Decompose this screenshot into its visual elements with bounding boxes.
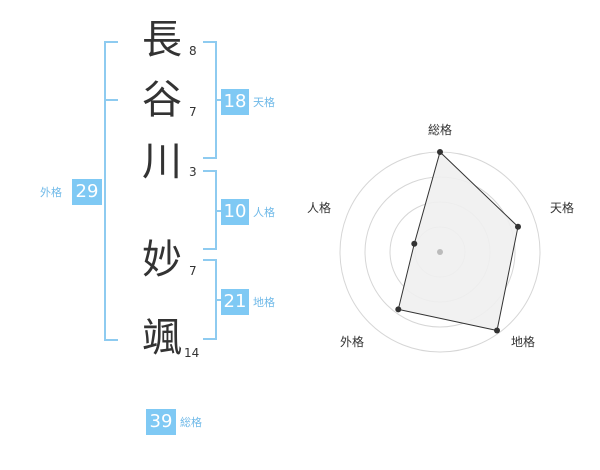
radar-label-gaikaku: 外格: [340, 334, 364, 349]
name-char-4: 妙: [142, 237, 182, 283]
jinkaku-label: 人格: [253, 206, 275, 219]
chikaku-label: 地格: [253, 296, 275, 309]
stroke-count-2: 7: [189, 105, 197, 119]
gaikaku-bracket-tick: [104, 99, 118, 101]
stroke-count-5: 14: [184, 346, 200, 360]
radar-center-dot: [437, 249, 443, 255]
radar-label-jinkaku: 人格: [307, 200, 331, 215]
radar-point-4: [395, 306, 402, 313]
tenkaku-bracket-tick: [217, 99, 221, 101]
name-char-2: 谷: [142, 77, 182, 123]
radar-label-soukaku: 総格: [428, 122, 452, 137]
name-char-5: 颯: [142, 315, 182, 361]
tenkaku-label: 天格: [253, 96, 275, 109]
chikaku-bracket-tick: [217, 299, 221, 301]
gaikaku-value: 29: [72, 179, 102, 205]
jinkaku-value: 10: [221, 199, 249, 225]
radar-point-1: [437, 149, 443, 155]
tenkaku-value: 18: [221, 89, 249, 115]
stroke-count-3: 3: [189, 165, 197, 179]
soukaku-label: 総格: [180, 416, 202, 429]
gaikaku-label: 外格: [40, 186, 62, 199]
chikaku-bracket: [203, 259, 217, 340]
soukaku-value: 39: [146, 409, 176, 435]
jinkaku-bracket-tick: [217, 210, 221, 212]
chikaku-value: 21: [221, 289, 249, 315]
stroke-count-1: 8: [189, 44, 197, 58]
radar-polygon: [397, 151, 519, 332]
name-char-1: 長: [142, 17, 182, 63]
name-char-3: 川: [142, 139, 182, 185]
stroke-count-4: 7: [189, 264, 197, 278]
radar-label-tenkaku: 天格: [550, 200, 574, 215]
radar-chart: 総格 天格 地格 外格 人格: [307, 122, 574, 353]
gaikaku-bracket: [104, 41, 118, 341]
tenkaku-bracket: [203, 41, 217, 159]
jinkaku-bracket: [203, 170, 217, 250]
radar-point-2: [515, 223, 521, 230]
radar-point-3: [494, 327, 500, 334]
radar-point-5: [411, 240, 418, 247]
radar-label-chikaku: 地格: [511, 334, 535, 349]
